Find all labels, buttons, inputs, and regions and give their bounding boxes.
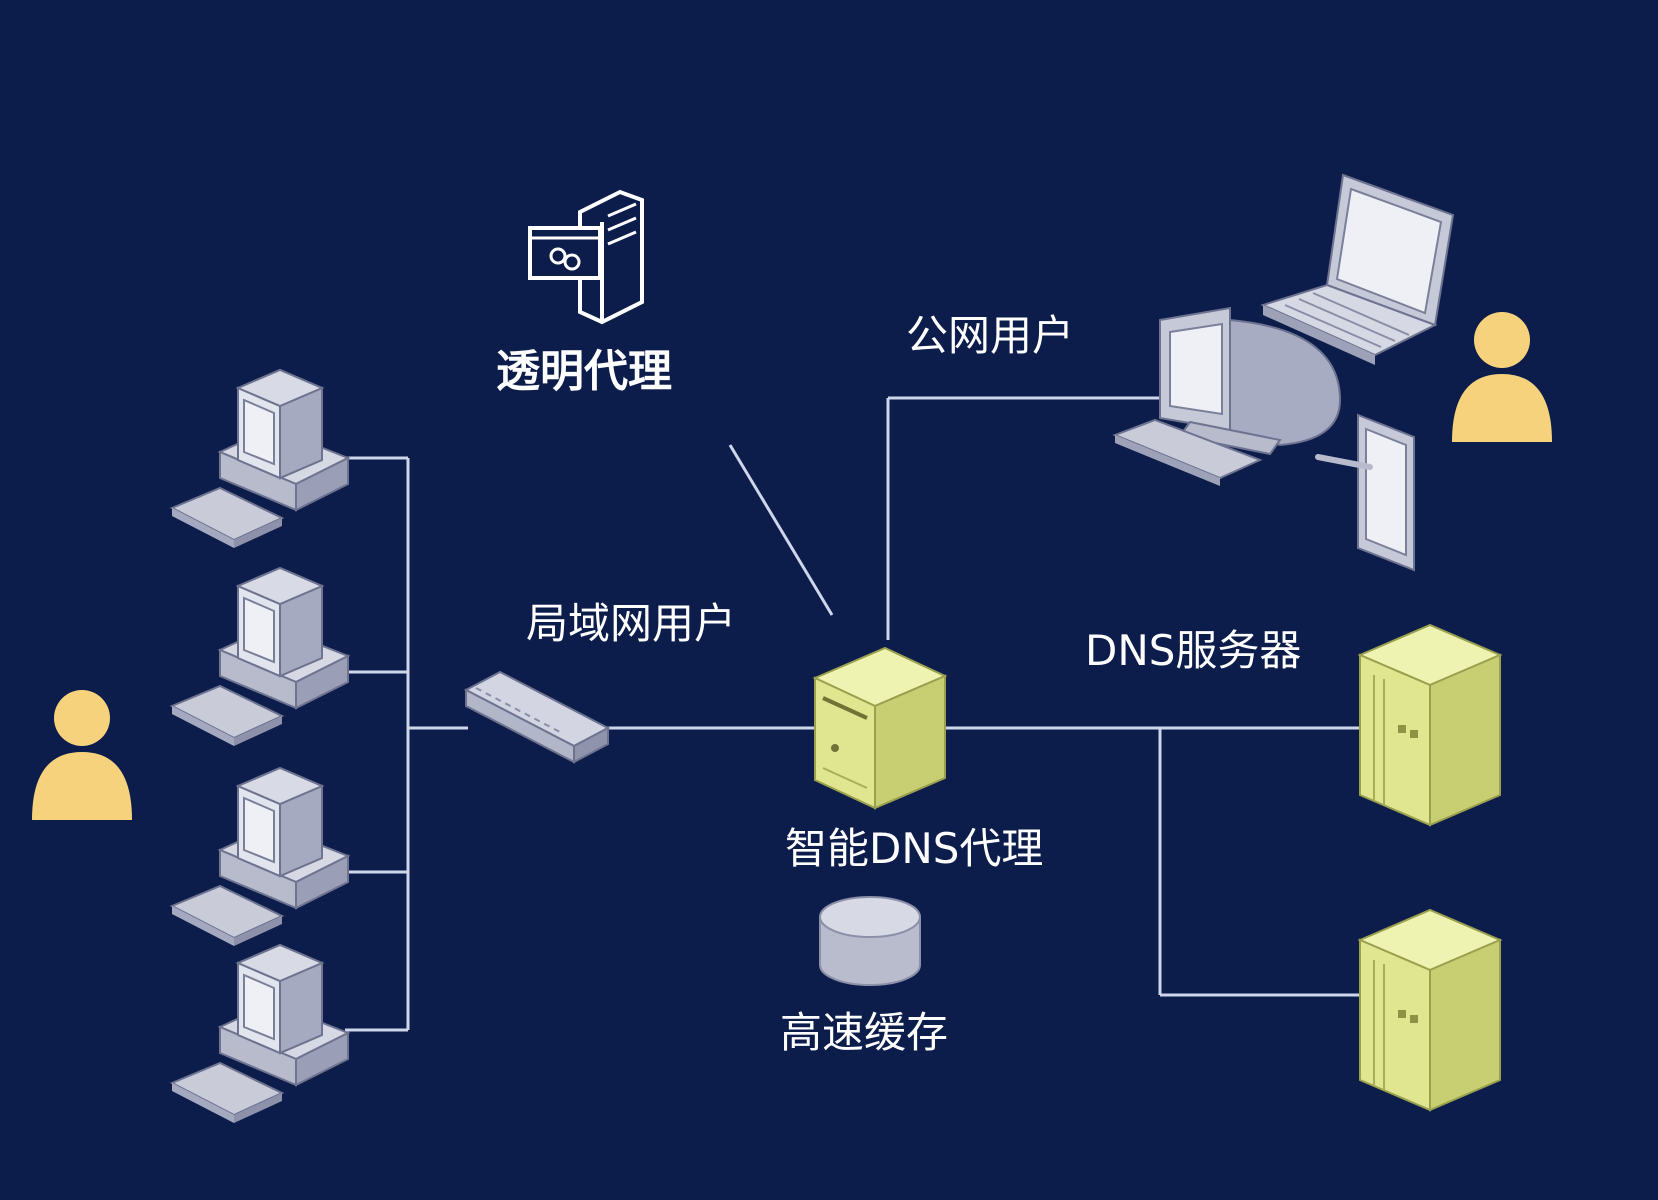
- cache-label: 高速缓存: [780, 1008, 949, 1057]
- user-icon: [1452, 312, 1552, 442]
- desktop-computer-icon: [171, 767, 349, 947]
- smart-dns-proxy-label: 智能DNS代理: [785, 824, 1044, 873]
- database-icon: [819, 896, 921, 986]
- connection-lines: [345, 396, 1362, 1032]
- public-users-label: 公网用户: [906, 311, 1075, 360]
- lan-users-label: 局域网用户: [526, 599, 737, 648]
- tower-server-icon: [1359, 909, 1501, 1111]
- desktop-computer-icon: [171, 567, 349, 747]
- transparent-proxy-label: 透明代理: [496, 346, 672, 397]
- network-switch-icon: [463, 670, 611, 764]
- tower-server-icon: [1359, 624, 1501, 826]
- tablet-icon: [1315, 413, 1415, 572]
- tower-server-icon: [812, 646, 948, 810]
- desktop-computer-icon: [171, 369, 349, 549]
- dns-servers-label: DNS服务器: [1085, 626, 1302, 675]
- laptop-icon: [1260, 173, 1455, 365]
- desktop-computer-icon: [171, 944, 349, 1124]
- document-server-icon: [528, 189, 644, 325]
- user-icon: [32, 690, 132, 820]
- desktop-computer-icon: [1112, 306, 1342, 486]
